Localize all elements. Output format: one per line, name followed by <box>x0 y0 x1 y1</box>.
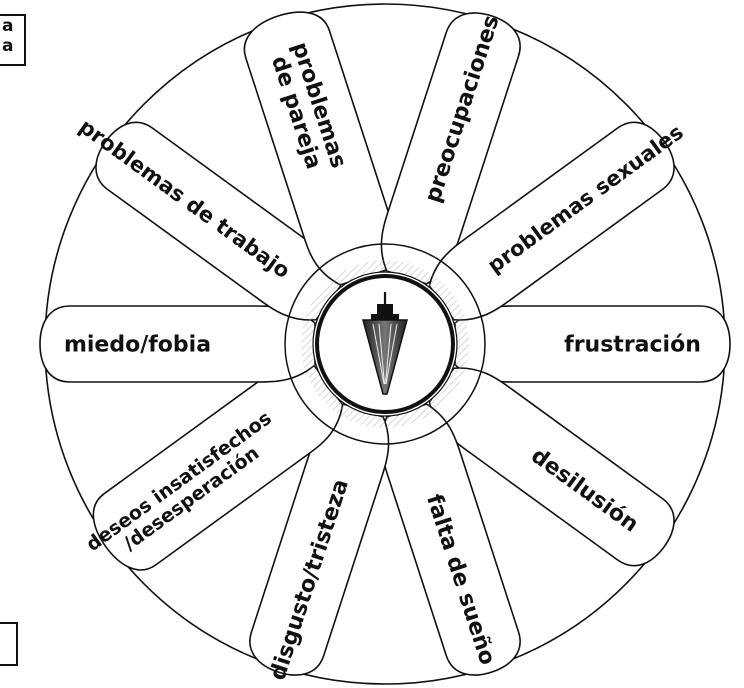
corner-box-bottom-left <box>0 622 18 666</box>
petal-miedo-fobia: miedo/fobia <box>39 305 316 383</box>
petal-label-frustracion: frustración <box>564 333 701 358</box>
pendulum-icon <box>362 292 408 395</box>
corner-text-line-2: a <box>2 36 14 56</box>
petal-shape <box>428 121 675 321</box>
petal-frustracion: frustración <box>454 305 731 383</box>
corner-text-line-1: a <box>2 16 14 36</box>
petal-label-miedo-fobia: miedo/fobia <box>64 333 211 358</box>
corner-box-top-left: a a <box>0 14 26 66</box>
